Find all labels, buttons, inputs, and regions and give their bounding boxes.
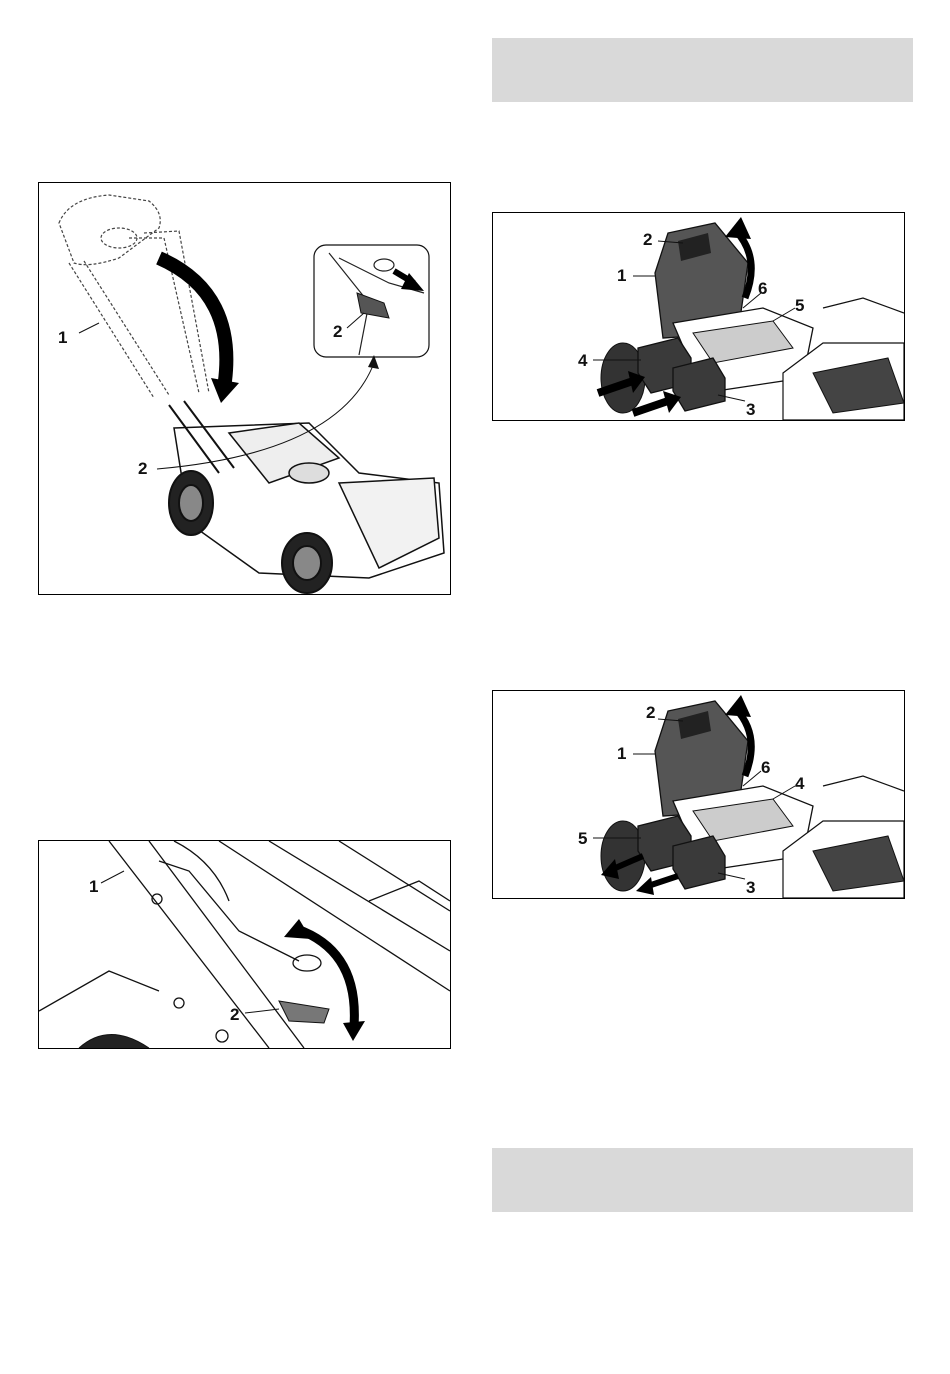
callout-label: 1 xyxy=(617,745,626,762)
callout-label: 6 xyxy=(758,280,767,297)
handle-lever-illustration xyxy=(39,841,450,1048)
callout-label: 2 xyxy=(643,231,652,248)
battery-remove-illustration xyxy=(493,691,904,898)
battery-insert-illustration xyxy=(493,213,904,420)
callout-label: 2 xyxy=(333,323,342,340)
section-header-bar-bottom xyxy=(492,1148,913,1212)
callout-label: 4 xyxy=(795,775,804,792)
callout-label: 2 xyxy=(646,704,655,721)
callout-label: 6 xyxy=(761,759,770,776)
figure-handle-folding: 1 2 2 xyxy=(38,182,451,595)
callout-label: 2 xyxy=(138,460,147,477)
figure-handle-lever: 1 2 xyxy=(38,840,451,1049)
section-header-bar-top xyxy=(492,38,913,102)
callout-label: 5 xyxy=(795,297,804,314)
callout-label: 5 xyxy=(578,830,587,847)
callout-label: 4 xyxy=(578,352,587,369)
callout-label: 3 xyxy=(746,879,755,896)
callout-label: 1 xyxy=(89,878,98,895)
mower-folding-illustration xyxy=(39,183,450,594)
callout-label: 1 xyxy=(617,267,626,284)
callout-label: 2 xyxy=(230,1006,239,1023)
callout-label: 3 xyxy=(746,401,755,418)
figure-battery-remove: 2 1 6 4 5 3 xyxy=(492,690,905,899)
callout-label: 1 xyxy=(58,329,67,346)
figure-battery-insert: 2 1 6 5 4 3 xyxy=(492,212,905,421)
